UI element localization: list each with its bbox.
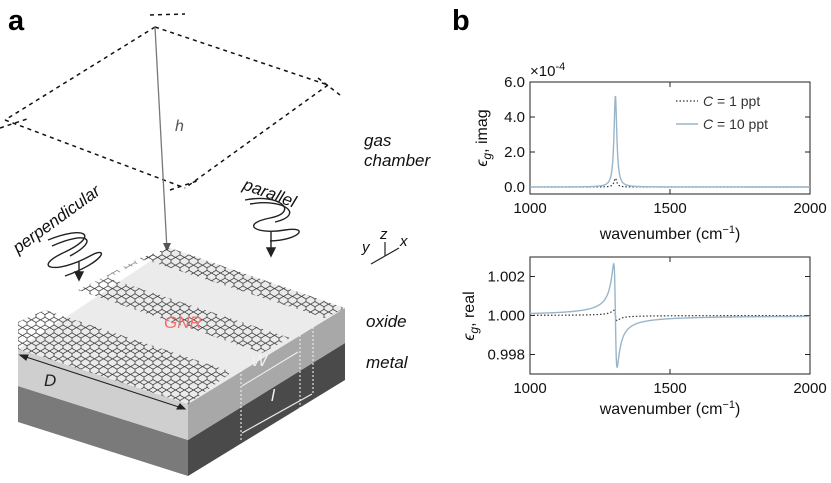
y-axis-sub: g xyxy=(480,153,494,160)
x-axis-sup: −1 xyxy=(722,399,735,411)
schematic: h gas chamber parallel perpendicular xyxy=(0,13,431,476)
y-axis-symbol: ϵ xyxy=(474,159,491,167)
x-tick-label: 2000 xyxy=(793,200,826,217)
y-axis-rest: , imag xyxy=(474,109,491,153)
series xyxy=(530,95,810,188)
x-axis-sup: −1 xyxy=(722,224,735,236)
plot-frame xyxy=(529,81,811,195)
dim-l-label: l xyxy=(271,386,276,405)
parallel-wave-icon xyxy=(244,197,300,258)
oxide-right-face xyxy=(188,308,345,440)
oxide-front-face xyxy=(18,349,188,440)
graphene-ribbons xyxy=(18,248,345,404)
legend-rest-10ppt: = 10 ppt xyxy=(713,116,768,132)
perpendicular-wave-icon xyxy=(47,232,103,282)
legend-symbol-10ppt: C xyxy=(703,116,714,132)
metal-right-face xyxy=(188,343,345,476)
tick-labels: 1000 1500 2000 0.998 1.000 1.002 xyxy=(487,269,826,398)
coordinate-axes xyxy=(370,242,400,265)
dimension-W xyxy=(240,315,314,440)
chart-real: 1000 1500 2000 0.998 1.000 1.002 ϵg, real wav… xyxy=(461,256,827,418)
y-tick-label: 0.998 xyxy=(487,347,525,364)
gnr-ribbon xyxy=(18,310,232,404)
height-arrowhead xyxy=(163,243,171,252)
x-tick-label: 1000 xyxy=(513,380,546,397)
tick-labels: 1000 1500 2000 0.0 2.0 4.0 6.0 xyxy=(504,74,827,217)
panel-label-a: a xyxy=(8,5,25,37)
oxide-label: oxide xyxy=(366,312,407,331)
x-axis-main: wavenumber (cm xyxy=(599,226,723,243)
x-axis-close: ) xyxy=(735,401,740,418)
y-tick-label: 6.0 xyxy=(504,74,525,91)
legend-symbol-1ppt: C xyxy=(703,93,714,109)
x-axis-close: ) xyxy=(735,226,740,243)
y-axis-sub: g xyxy=(467,327,481,334)
y-axis-rest: , real xyxy=(461,291,478,327)
x-axis-main: wavenumber (cm xyxy=(599,401,723,418)
dimension-D xyxy=(18,354,187,410)
x-tick-label: 1500 xyxy=(653,200,686,217)
dim-D-label: D xyxy=(44,371,56,390)
gnr-ribbon xyxy=(78,248,170,290)
tick-marks xyxy=(529,81,811,194)
x-tick-label: 1000 xyxy=(513,200,546,217)
height-label: h xyxy=(175,118,184,135)
x-axis-label: wavenumber (cm−1) xyxy=(599,224,741,243)
height-line xyxy=(154,26,168,251)
y-axis-symbol: ϵ xyxy=(461,333,478,341)
gnr-ribbon xyxy=(140,248,345,318)
legend-label-1ppt: C = 1 ppt xyxy=(703,93,760,109)
y-tick-label: 1.002 xyxy=(487,269,525,286)
gas-chamber-line-1: gas xyxy=(364,131,392,150)
exponent-base: ×10 xyxy=(530,63,555,80)
tick-marks xyxy=(529,257,811,374)
gnr-ribbon xyxy=(78,278,290,353)
gnr-label: GNR xyxy=(164,313,202,332)
metal-label: metal xyxy=(366,353,409,372)
legend-rest-1ppt: = 1 ppt xyxy=(713,93,760,109)
y-tick-label: 4.0 xyxy=(504,109,525,126)
exponent-power: -4 xyxy=(555,61,565,73)
y-tick-label: 2.0 xyxy=(504,144,525,161)
y-axis-label: ϵg, imag xyxy=(474,109,494,166)
device-block: GNR D W l xyxy=(18,248,345,476)
series-line-c-10-ppt xyxy=(530,95,810,188)
series-line-c-10-ppt xyxy=(530,262,810,369)
x-axis-label: wavenumber (cm−1) xyxy=(599,399,741,418)
x-tick-label: 2000 xyxy=(793,380,826,397)
legend: C = 1 ppt C = 10 ppt xyxy=(676,93,768,132)
axis-z-label: z xyxy=(379,226,388,243)
y-axis-label: ϵg, real xyxy=(461,291,481,340)
dim-W-label: W xyxy=(251,351,269,370)
gas-chamber-plane xyxy=(0,13,341,191)
metal-front-face xyxy=(18,386,188,476)
series-line-c-1-ppt xyxy=(530,177,810,188)
y-tick-label: 0.0 xyxy=(504,179,525,196)
legend-label-10ppt: C = 10 ppt xyxy=(703,116,768,132)
axis-x-label: x xyxy=(399,233,408,250)
exponent-label: ×10-4 xyxy=(530,61,565,80)
perpendicular-label: perpendicular xyxy=(8,181,104,258)
x-tick-label: 1500 xyxy=(653,380,686,397)
gas-chamber-line-2: chamber xyxy=(364,151,431,170)
axis-y-label: y xyxy=(361,239,371,256)
gas-chamber-label: gas chamber xyxy=(364,131,431,170)
panel-label-b: b xyxy=(452,5,470,37)
series xyxy=(530,262,810,369)
y-tick-label: 1.000 xyxy=(487,308,525,325)
parallel-label: parallel xyxy=(240,175,300,212)
